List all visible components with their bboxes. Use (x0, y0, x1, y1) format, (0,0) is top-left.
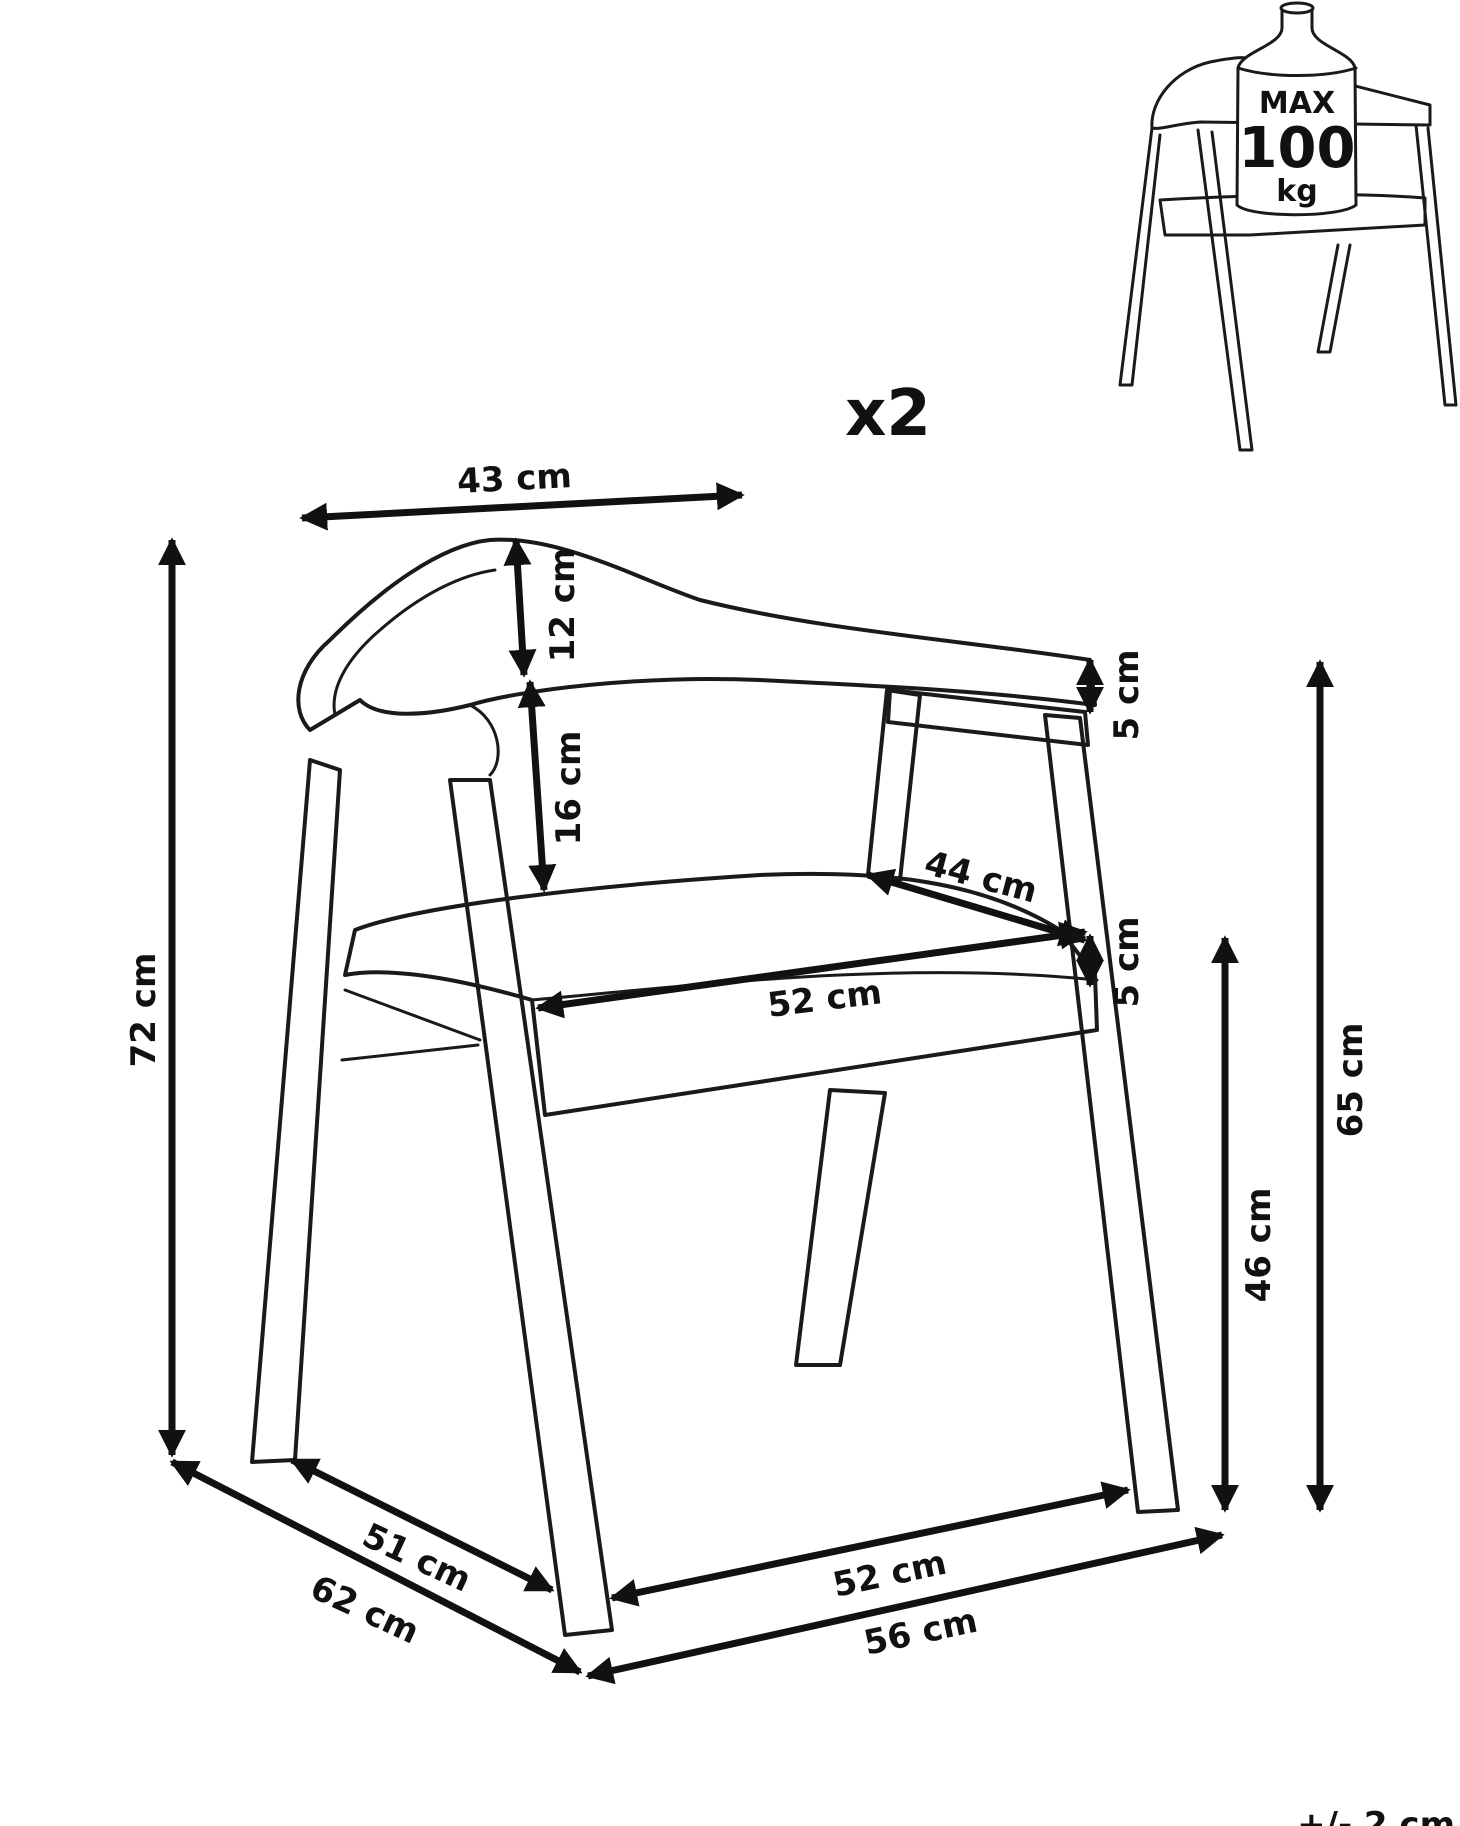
front-center-leg (448, 778, 614, 1637)
label-seat-height: 46 cm (1239, 1188, 1279, 1303)
back-right-post (866, 688, 922, 882)
quantity-label: x2 (845, 377, 931, 451)
side-stretcher (340, 988, 482, 1062)
backrest-inner-edge (332, 568, 497, 717)
backrest-front-curve (468, 703, 500, 777)
label-total-height: 72 cm (124, 953, 164, 1068)
label-seat-depth: 44 cm (920, 843, 1041, 911)
max-load-value: 100 (1239, 116, 1356, 181)
chair-drawing (250, 537, 1180, 1637)
max-load-max-label: MAX (1259, 86, 1335, 121)
label-backrest-height: 12 cm (543, 548, 583, 663)
dim-line-seat-width (535, 921, 1088, 1019)
label-back-gap: 16 cm (549, 731, 589, 846)
front-left-leg (250, 758, 342, 1464)
max-load-unit: kg (1276, 174, 1317, 209)
weight-bottle-top (1279, 1, 1315, 15)
small-chair-leg-left (1118, 126, 1162, 387)
weight-bottle-shoulder (1236, 66, 1358, 77)
dim-line-top-width (299, 482, 745, 531)
dimension-labels: 43 cm 12 cm 16 cm 5 cm 44 cm 5 cm 52 cm … (124, 456, 1371, 1664)
small-chair-outline (1150, 56, 1432, 130)
dim-line-back-gap (517, 679, 557, 893)
front-right-leg (1043, 713, 1180, 1514)
small-chair-leg-center (1196, 128, 1254, 452)
label-top-width: 43 cm (456, 456, 573, 502)
dim-line-total-depth (169, 1458, 583, 1676)
label-armrest-height: 65 cm (1331, 1023, 1371, 1138)
label-seat-width: 52 cm (765, 972, 884, 1026)
label-armrest-thickness: 5 cm (1107, 649, 1147, 740)
dim-line-total-width (585, 1526, 1225, 1685)
small-chair-leg-right (1414, 123, 1458, 407)
armrest-right (886, 688, 1090, 747)
weight-bottle (1235, 6, 1358, 217)
max-load-icon: MAX 100 kg (1118, 1, 1458, 452)
dimension-lines (158, 482, 1334, 1685)
dim-line-backrest-height (503, 537, 537, 678)
small-chair-leg-rear (1316, 243, 1352, 354)
tolerance-note: +/- 2 cm (1297, 1805, 1455, 1826)
label-seat-thickness: 5 cm (1107, 916, 1147, 1007)
rear-leg (794, 1088, 887, 1367)
